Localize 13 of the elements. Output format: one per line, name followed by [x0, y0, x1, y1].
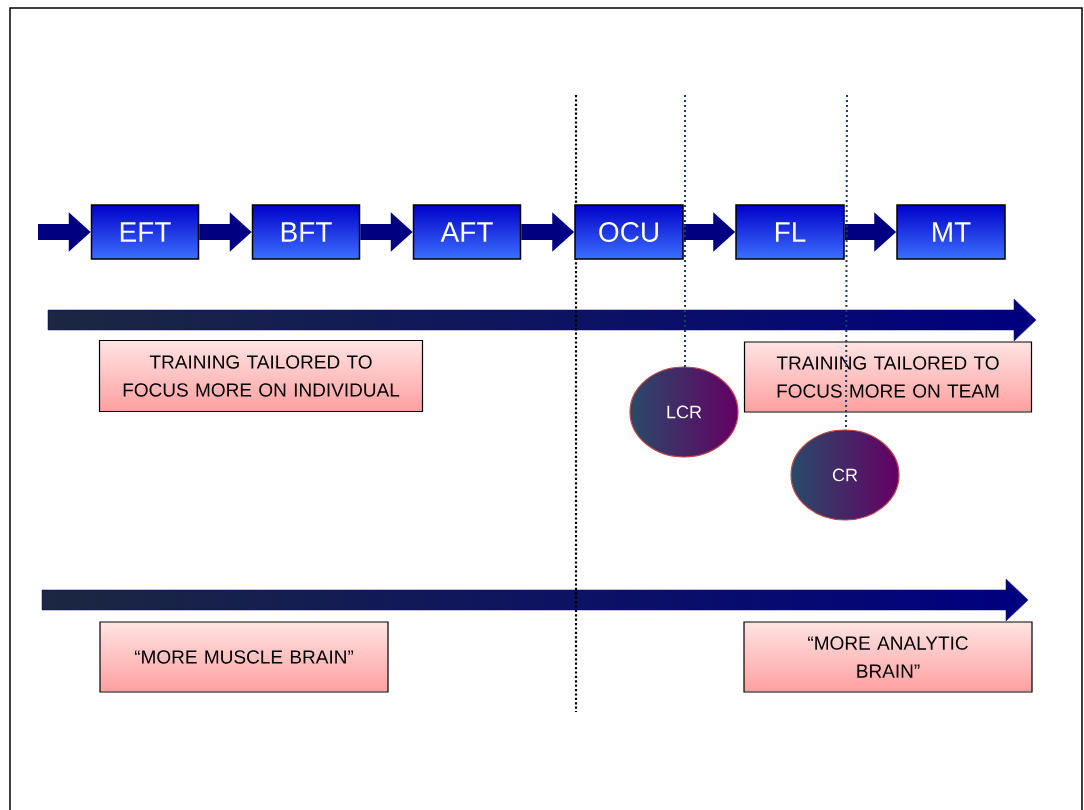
dotted-line — [684, 94, 686, 368]
process-box: OCU — [574, 204, 684, 260]
process-box: EFT — [90, 204, 200, 260]
note-box: “MORE MUSCLE BRAIN” — [99, 621, 389, 693]
process-box: FL — [735, 204, 845, 260]
process-box: BFT — [251, 204, 361, 260]
ellipse-node: CR — [790, 429, 900, 521]
process-box: AFT — [412, 204, 522, 260]
note-box: TRAINING TAILORED TO FOCUS MORE ON INDIVIDUAL — [98, 339, 424, 413]
ellipse-node: LCR — [629, 366, 739, 458]
note-box: “MORE ANALYTIC BRAIN” — [743, 621, 1033, 693]
process-box: MT — [896, 204, 1006, 260]
note-box: TRAINING TAILORED TO FOCUS MORE ON TEAM — [743, 341, 1033, 413]
